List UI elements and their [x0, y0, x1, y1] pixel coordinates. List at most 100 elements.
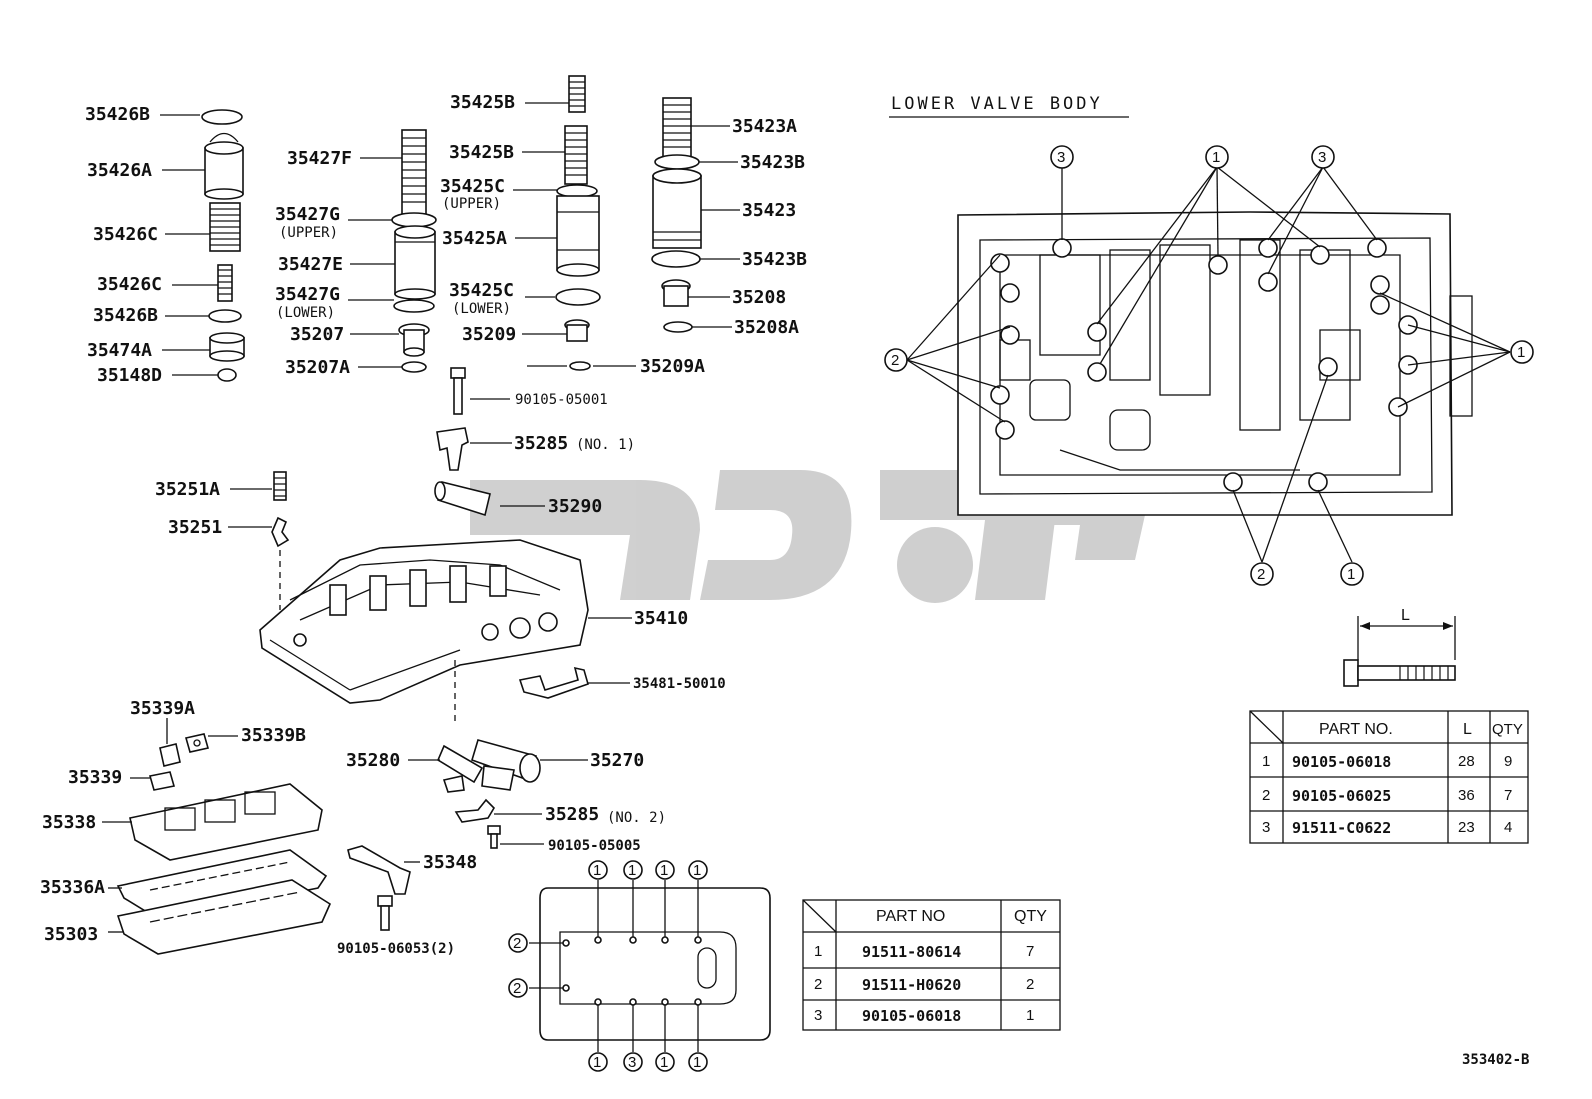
label-90105-06053: 90105-06053(2): [337, 941, 455, 957]
oring-35423B-top: [654, 154, 700, 170]
note-upper-35427G: (UPPER): [279, 225, 338, 241]
leader-lines-left: [160, 114, 218, 376]
lower-valve-body-title: LOWER VALVE BODY: [891, 94, 1103, 114]
note-lower-35425C: (LOWER): [452, 301, 511, 317]
callout-1: 1: [1212, 149, 1220, 166]
plug-35148D: [217, 368, 237, 382]
right-table-header-l: L: [1463, 721, 1472, 738]
note-upper-35425C: (UPPER): [442, 196, 501, 212]
diagram-code: 353402-B: [1462, 1052, 1529, 1068]
oring-35425C-lower: [555, 288, 601, 306]
plug-35209: [564, 319, 590, 342]
valve-body-callouts: 3 1 3 2 1 2 1: [884, 145, 1534, 586]
oring-35427G-upper: [391, 212, 437, 228]
clip-35481-50010: [518, 666, 589, 699]
note-no2: (NO. 2): [607, 810, 666, 826]
label-35209A: 35209A: [640, 356, 705, 377]
bottom-table-header-part: PART NO: [876, 908, 945, 925]
bottom-table-header-qty: QTY: [1014, 908, 1047, 925]
right-table-row1-l: 28: [1458, 753, 1475, 770]
oring-35423B-bottom: [651, 250, 701, 268]
right-table-row3-qty: 4: [1504, 819, 1512, 836]
label-35348: 35348: [423, 852, 477, 873]
label-35208: 35208: [732, 287, 786, 308]
sleeve-35270: [471, 739, 541, 791]
check-ball-35339: [148, 771, 176, 791]
lever-35348: [347, 845, 411, 895]
callout-1: 1: [660, 1054, 668, 1071]
check-ball-35339A: [159, 743, 181, 767]
bottom-table-row3-part: 90105-06018: [862, 1007, 961, 1025]
label-35426B-bottom: 35426B: [93, 305, 158, 326]
check-ball-35251: [271, 516, 290, 548]
label-35427G-lower: 35427G: [275, 284, 340, 305]
detent-spring-35285-no1: [436, 427, 469, 471]
spring-35425B-top: [568, 75, 586, 113]
label-35148D: 35148D: [97, 365, 162, 386]
label-35410: 35410: [634, 608, 688, 629]
label-35474A: 35474A: [87, 340, 152, 361]
separator-plate-35303: [116, 879, 332, 955]
bottom-table-row2-part: 91511-H0620: [862, 976, 961, 994]
note-lower-35427G: (LOWER): [276, 305, 335, 321]
callout-1: 1: [693, 1054, 701, 1071]
oring-35427G-lower: [393, 299, 435, 313]
note-no1: (NO. 1): [576, 437, 635, 453]
spring-35423A: [662, 97, 692, 159]
valve-35280: [436, 744, 484, 793]
leader-lines-col4: [688, 125, 740, 328]
label-35425A: 35425A: [442, 228, 507, 249]
plug-35208: [661, 279, 691, 307]
bottom-table-row1-qty: 7: [1026, 943, 1034, 960]
spring-35426C-lower: [217, 264, 233, 302]
bottom-table-row2-qty: 2: [1026, 976, 1034, 993]
bolt-90105-06053: [377, 895, 393, 931]
label-35338: 35338: [42, 812, 96, 833]
callout-1: 1: [593, 1054, 601, 1071]
label-35423B-top: 35423B: [740, 152, 805, 173]
spring-35427F: [401, 129, 427, 215]
label-35303: 35303: [44, 924, 98, 945]
dimension-L-label: L: [1401, 607, 1410, 624]
spring-35251A: [273, 471, 287, 501]
label-35425B-mid: 35425B: [449, 142, 514, 163]
callout-1: 1: [628, 862, 636, 879]
label-35427F: 35427F: [287, 148, 352, 169]
plate-35338: [129, 783, 323, 861]
sleeve-35425A: [556, 195, 600, 277]
right-table-row1-qty: 9: [1504, 753, 1512, 770]
label-35425C-lower: 35425C: [449, 280, 514, 301]
right-table-row3-l: 23: [1458, 819, 1475, 836]
bolt-table-bottom: PART NO QTY 1 91511-80614 7 2 91511-H062…: [802, 899, 1061, 1031]
right-table-row2-idx: 2: [1262, 787, 1270, 804]
bolt-dimension-drawing: [1343, 616, 1456, 687]
right-table-row3-part: 91511-C0622: [1292, 819, 1391, 837]
label-90105-05001: 90105-05001: [515, 392, 608, 408]
label-35208A: 35208A: [734, 317, 799, 338]
sleeve-35426A: [204, 132, 244, 200]
label-35339A: 35339A: [130, 698, 195, 719]
sleeve-35427E: [394, 225, 436, 300]
callouts-bottom-plate: 1 1 1 1 2 2 1 3 1 1: [508, 860, 708, 1072]
callout-1: 1: [593, 862, 601, 879]
callout-1: 1: [660, 862, 668, 879]
label-35270: 35270: [590, 750, 644, 771]
callout-1: 1: [1347, 566, 1355, 583]
label-35339: 35339: [68, 767, 122, 788]
bottom-table-row1-part: 91511-80614: [862, 943, 961, 961]
callout-1: 1: [1517, 344, 1525, 361]
callout-3: 3: [1318, 149, 1326, 166]
label-35426B-top: 35426B: [85, 104, 150, 125]
label-35423A: 35423A: [732, 116, 797, 137]
leader-lines-col3: [470, 102, 636, 400]
label-35285-no2: 35285: [545, 804, 599, 825]
retainer-35339B: [184, 733, 210, 753]
sleeve-35423: [652, 168, 702, 249]
label-35209: 35209: [462, 324, 516, 345]
label-35481-50010: 35481-50010: [633, 676, 726, 692]
label-35336A: 35336A: [40, 877, 105, 898]
label-35280: 35280: [346, 750, 400, 771]
callout-2: 2: [513, 980, 521, 997]
